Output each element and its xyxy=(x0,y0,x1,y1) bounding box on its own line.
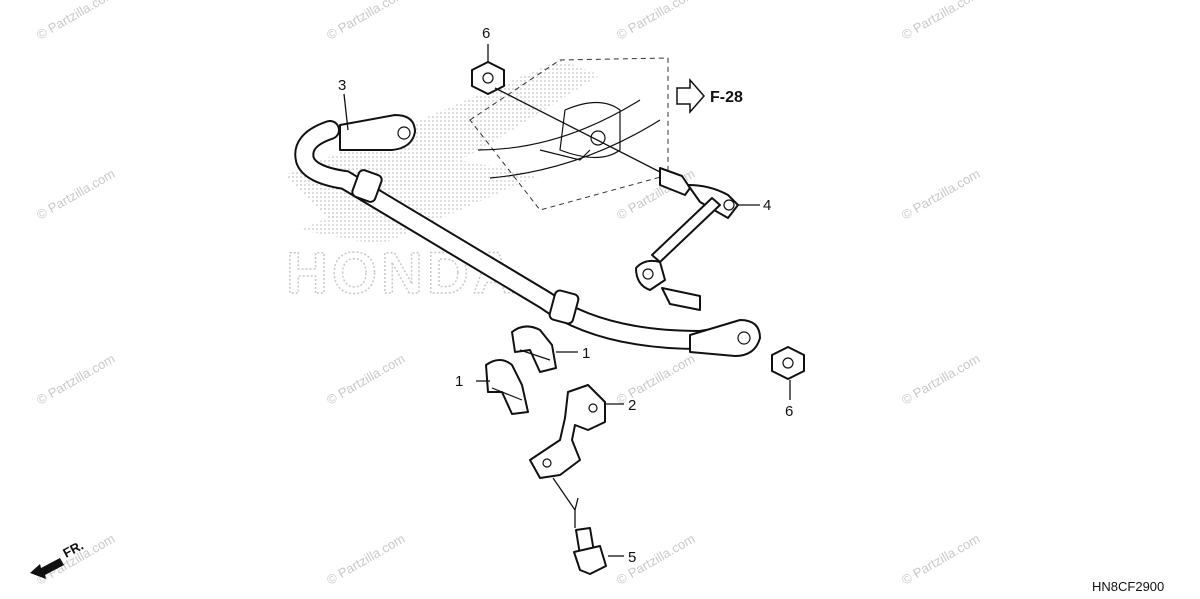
watermark: © Partzilla.com xyxy=(899,166,982,223)
leader-lines xyxy=(343,44,791,557)
watermark: © Partzilla.com xyxy=(34,166,117,223)
callout-1-upper: 1 xyxy=(582,345,590,362)
watermark: © Partzilla.com xyxy=(899,531,982,588)
watermark: © Partzilla.com xyxy=(614,351,697,408)
callouts: 1 1 2 3 4 5 6 6 xyxy=(338,25,793,566)
reference-label: F-28 xyxy=(710,89,743,106)
link-assembly xyxy=(635,167,739,311)
watermark: © Partzilla.com xyxy=(614,0,697,43)
flange-nut-lower xyxy=(771,346,805,380)
bushing-lower xyxy=(485,359,529,415)
watermark: © Partzilla.com xyxy=(899,0,982,43)
stabilizer-bar xyxy=(294,114,761,357)
callout-6-upper: 6 xyxy=(482,25,490,42)
watermark: © Partzilla.com xyxy=(899,351,982,408)
flange-nut-upper xyxy=(471,61,505,95)
watermark: © Partzilla.com xyxy=(34,351,117,408)
diagram-code: HN8CF2900 xyxy=(1092,579,1164,594)
callout-5: 5 xyxy=(628,549,636,566)
bushing-upper xyxy=(511,325,557,373)
callout-1-lower: 1 xyxy=(455,373,463,390)
frame-detail xyxy=(469,57,669,211)
watermark: © Partzilla.com xyxy=(324,531,407,588)
flange-bolt xyxy=(573,527,607,575)
watermark: © Partzilla.com xyxy=(34,0,117,43)
callout-3: 3 xyxy=(338,77,346,94)
callout-2: 2 xyxy=(628,397,636,414)
stabilizer-holder xyxy=(529,384,606,479)
watermark: © Partzilla.com xyxy=(324,351,407,408)
callout-6-lower: 6 xyxy=(785,403,793,420)
watermark: © Partzilla.com xyxy=(614,531,697,588)
callout-4: 4 xyxy=(763,197,771,214)
watermark: © Partzilla.com xyxy=(324,0,407,43)
reference-arrow: F-28 xyxy=(676,78,743,114)
